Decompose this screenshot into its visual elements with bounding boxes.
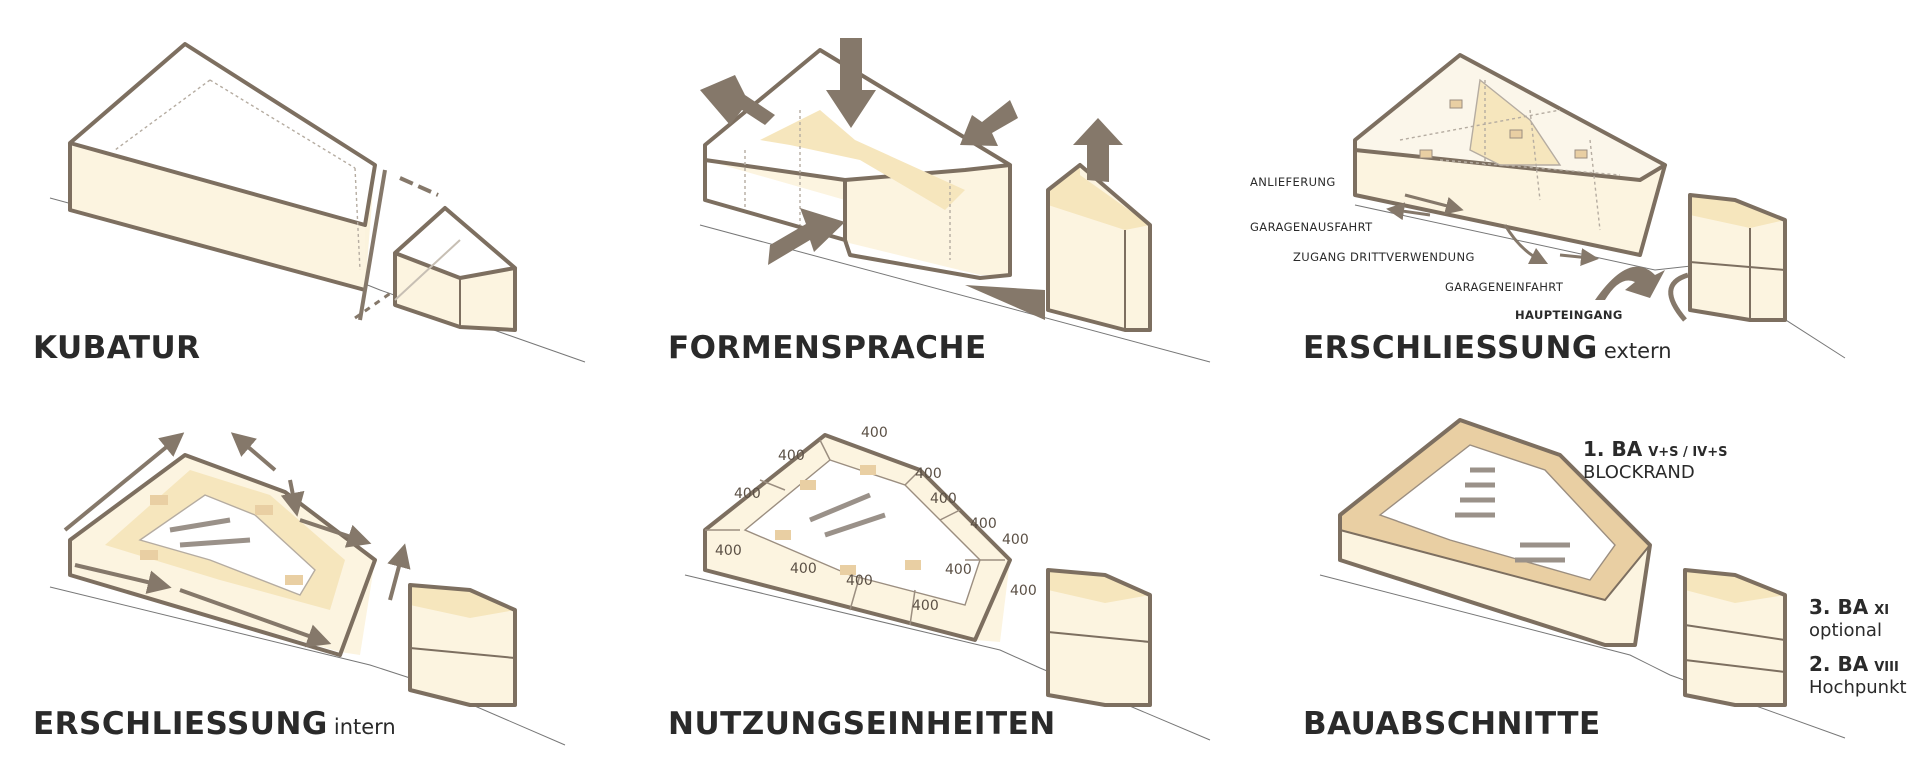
ba2-label: 2. BA VIII Hochpunkt (1809, 652, 1907, 698)
formensprache-drawing (699, 38, 1211, 363)
ba2-desc: Hochpunkt (1809, 677, 1907, 698)
unit-label: 400 (846, 573, 873, 589)
unit-label: 400 (912, 598, 939, 614)
nutzungseinheiten-title: NUTZUNGSEINHEITEN (668, 706, 1056, 742)
unit-label: 400 (930, 491, 957, 507)
unit-label: 400 (970, 516, 997, 532)
label-zugang-drittverwendung: ZUGANG DRITTVERWENDUNG (1293, 250, 1475, 264)
unit-label: 400 (1010, 583, 1037, 599)
ba1-desc: BLOCKRAND (1583, 462, 1695, 483)
erschliessung-intern-suffix: intern (333, 715, 396, 739)
nutzungseinheiten-drawing (684, 433, 1211, 741)
unit-label: 400 (945, 562, 972, 578)
ba2-head: 2. BA (1809, 652, 1869, 676)
erschliessung-extern-drawing (1353, 53, 1846, 359)
label-garageneinfahrt: GARAGENEINFAHRT (1445, 280, 1564, 294)
unit-label: 400 (790, 561, 817, 577)
ba3-desc: optional (1809, 620, 1882, 641)
ba1-label: 1. BA V+S / IV+S BLOCKRAND (1583, 437, 1727, 483)
unit-label: 400 (715, 543, 742, 559)
label-garagenausfahrt: GARAGENAUSFAHRT (1250, 220, 1373, 234)
ba3-head: 3. BA (1809, 595, 1869, 619)
erschliessung-extern-suffix: extern (1603, 339, 1672, 363)
ba1-head: 1. BA (1583, 437, 1643, 461)
kubatur-title: KUBATUR (33, 330, 201, 366)
erschliessung-intern-drawing (49, 432, 566, 746)
unit-label: 400 (1002, 532, 1029, 548)
unit-label: 400 (778, 448, 805, 464)
label-anlieferung: ANLIEFERUNG (1250, 175, 1336, 189)
ba1-sub: V+S / IV+S (1648, 445, 1728, 460)
unit-label: 400 (915, 466, 942, 482)
ba2-sub: VIII (1874, 660, 1899, 675)
kubatur-drawing (49, 42, 586, 363)
ba3-sub: XI (1874, 603, 1890, 618)
erschliessung-extern-title-main: ERSCHLIESSUNG (1303, 330, 1598, 366)
formensprache-title: FORMENSPRACHE (668, 330, 987, 366)
erschliessung-intern-title-main: ERSCHLIESSUNG (33, 706, 328, 742)
label-haupteingang: HAUPTEINGANG (1515, 308, 1623, 322)
bauabschnitte-title: BAUABSCHNITTE (1303, 706, 1601, 742)
unit-label: 400 (861, 425, 888, 441)
ba3-label: 3. BA XI optional (1809, 595, 1889, 641)
unit-label: 400 (734, 486, 761, 502)
bauabschnitte-drawing (1319, 418, 1846, 739)
